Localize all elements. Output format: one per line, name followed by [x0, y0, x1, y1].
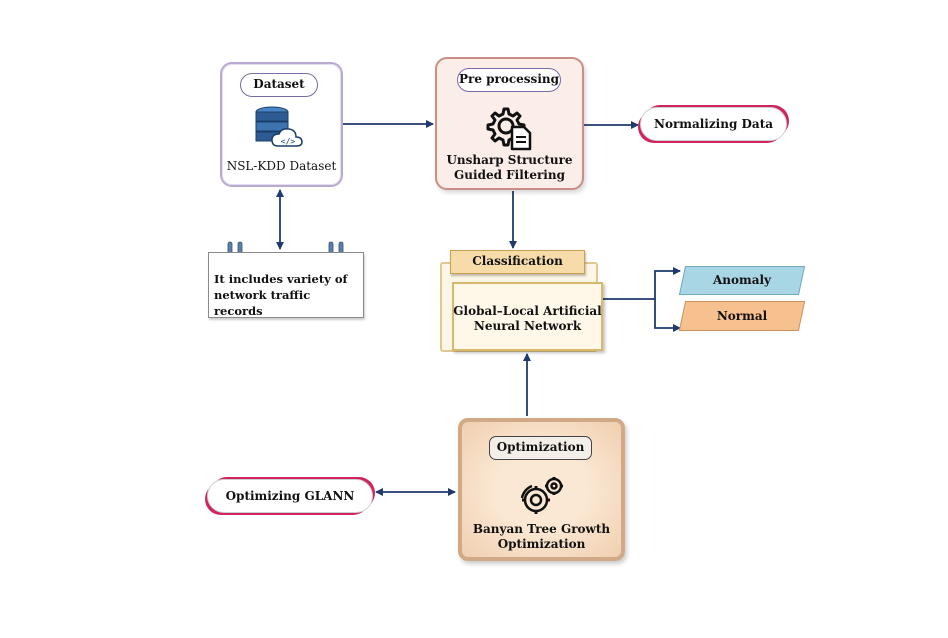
classification-box — [452, 282, 603, 351]
classification-label: Global–Local Artificial Neural Network — [452, 304, 603, 334]
anomaly-label: Anomaly — [712, 273, 772, 287]
gears-chart-icon — [520, 477, 563, 514]
classification-line-2: Neural Network — [473, 319, 582, 333]
gear-document-icon — [486, 107, 532, 151]
note-line-1: It includes variety of — [214, 272, 348, 286]
note-box — [208, 252, 364, 318]
normalizing-data-pill: Normalizing Data — [640, 107, 787, 141]
dataset-title: Dataset — [240, 73, 318, 97]
optimizing-glann-pill: Optimizing GLANN — [207, 479, 373, 513]
classification-line-1: Global–Local Artificial — [453, 304, 602, 318]
optimization-label: Banyan Tree Growth Optimization — [458, 522, 625, 552]
arrow-classification-to-outputs — [603, 267, 681, 300]
optimization-line-1: Banyan Tree Growth — [472, 522, 611, 536]
classification-title: Classification — [450, 250, 585, 274]
preprocessing-line-2: Guided Filtering — [454, 168, 565, 182]
arrow-classification-to-normal — [654, 299, 681, 332]
optimization-title: Optimization — [489, 436, 592, 460]
preprocessing-label: Unsharp Structure Guided Filtering — [435, 153, 584, 183]
note-text: It includes variety of network traffic r… — [214, 271, 362, 319]
database-code-cloud-icon: </> — [255, 106, 303, 147]
optimization-line-2: Optimization — [497, 537, 586, 551]
dataset-label: NSL-KDD Dataset — [226, 159, 337, 173]
svg-text:</>: </> — [281, 137, 296, 146]
normal-label: Normal — [716, 309, 768, 323]
preprocessing-title: Pre processing — [457, 68, 561, 92]
note-line-2: network traffic records — [214, 288, 311, 318]
preprocessing-line-1: Unsharp Structure — [446, 153, 573, 167]
